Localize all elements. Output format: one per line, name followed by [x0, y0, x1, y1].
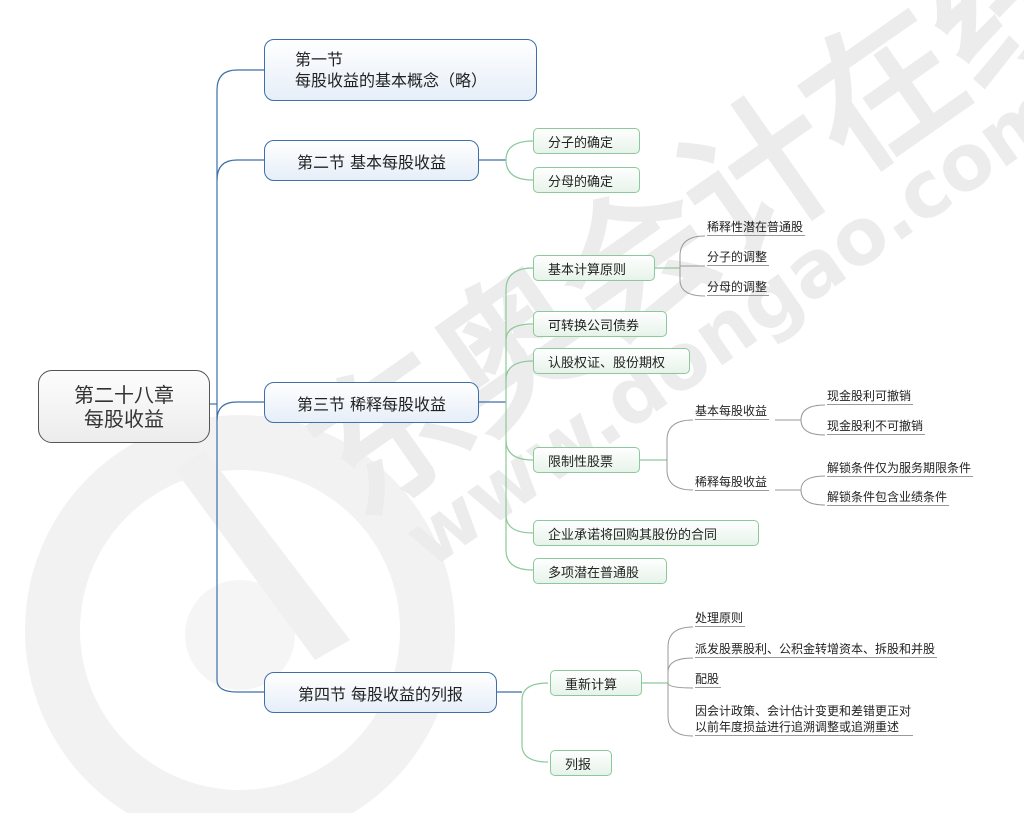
leaf-cash-dividend-revocable[interactable]: 现金股利可撤销 — [827, 389, 914, 405]
leaf-principle[interactable]: 处理原则 — [695, 611, 746, 627]
leaf-numerator-adjustment[interactable]: 分子的调整 — [707, 250, 770, 266]
section-4-label: 第四节 每股收益的列报 — [297, 684, 464, 704]
leaf-performance-condition[interactable]: 解锁条件包含业绩条件 — [827, 490, 950, 506]
leaf-service-condition-only[interactable]: 解锁条件仅为服务期限条件 — [827, 461, 974, 477]
leaf-retrospective-adjustment[interactable]: 因会计政策、会计估计变更和差错更正对 以前年度损益进行追溯调整或追溯重述 — [695, 703, 914, 736]
section-3-label: 第三节 稀释每股收益 — [296, 394, 447, 414]
basic-calc-principle-node[interactable]: 基本计算原则 — [533, 255, 655, 281]
denominator-node[interactable]: 分母的确定 — [533, 167, 640, 193]
numerator-node[interactable]: 分子的确定 — [533, 128, 640, 154]
section-1-subtitle: 每股收益的基本概念（略） — [295, 71, 488, 90]
presentation-label: 列报 — [565, 757, 592, 773]
leaf-dilutive-potential-shares[interactable]: 稀释性潜在普通股 — [707, 220, 806, 236]
denominator-label: 分母的确定 — [548, 174, 614, 190]
numerator-label: 分子的确定 — [548, 135, 614, 151]
multiple-potential-shares-label: 多项潜在普通股 — [548, 565, 640, 581]
root-node[interactable]: 第二十八章 每股收益 — [38, 370, 210, 443]
section-3-node[interactable]: 第三节 稀释每股收益 — [264, 382, 479, 423]
root-title-line1: 第二十八章 — [74, 382, 174, 407]
leaf-retrospective-line2: 以前年度损益进行追溯调整或追溯重述 — [695, 720, 900, 734]
convertible-bonds-label: 可转换公司债券 — [548, 318, 640, 334]
leaf-stock-dividend-split[interactable]: 派发股票股利、公积金转增资本、拆股和并股 — [695, 642, 938, 658]
leaf-rights-issue[interactable]: 配股 — [695, 672, 722, 688]
branch-diluted-eps[interactable]: 稀释每股收益 — [695, 475, 770, 491]
warrants-options-node[interactable]: 认股权证、股份期权 — [533, 348, 690, 374]
basic-calc-principle-label: 基本计算原则 — [548, 262, 627, 278]
presentation-node[interactable]: 列报 — [550, 750, 612, 776]
section-2-node[interactable]: 第二节 基本每股收益 — [264, 140, 479, 181]
section-1-title: 第一节 — [295, 50, 344, 69]
recalculation-node[interactable]: 重新计算 — [550, 670, 642, 696]
root-title-line2: 每股收益 — [84, 406, 164, 431]
leaf-cash-dividend-irrevocable[interactable]: 现金股利不可撤销 — [827, 419, 926, 435]
section-1-node[interactable]: 第一节 每股收益的基本概念（略） — [264, 39, 537, 101]
repurchase-contract-node[interactable]: 企业承诺将回购其股份的合同 — [533, 520, 759, 546]
convertible-bonds-node[interactable]: 可转换公司债券 — [533, 311, 667, 337]
restricted-stock-label: 限制性股票 — [548, 454, 614, 470]
leaf-denominator-adjustment[interactable]: 分母的调整 — [707, 280, 770, 296]
branch-basic-eps[interactable]: 基本每股收益 — [695, 404, 770, 420]
section-4-node[interactable]: 第四节 每股收益的列报 — [264, 672, 497, 713]
warrants-options-label: 认股权证、股份期权 — [548, 355, 666, 371]
restricted-stock-node[interactable]: 限制性股票 — [533, 447, 640, 473]
section-2-label: 第二节 基本每股收益 — [296, 152, 447, 172]
recalculation-label: 重新计算 — [565, 677, 618, 693]
leaf-retrospective-line1: 因会计政策、会计估计变更和差错更正对 — [695, 704, 912, 718]
repurchase-contract-label: 企业承诺将回购其股份的合同 — [548, 527, 718, 543]
multiple-potential-shares-node[interactable]: 多项潜在普通股 — [533, 558, 667, 584]
